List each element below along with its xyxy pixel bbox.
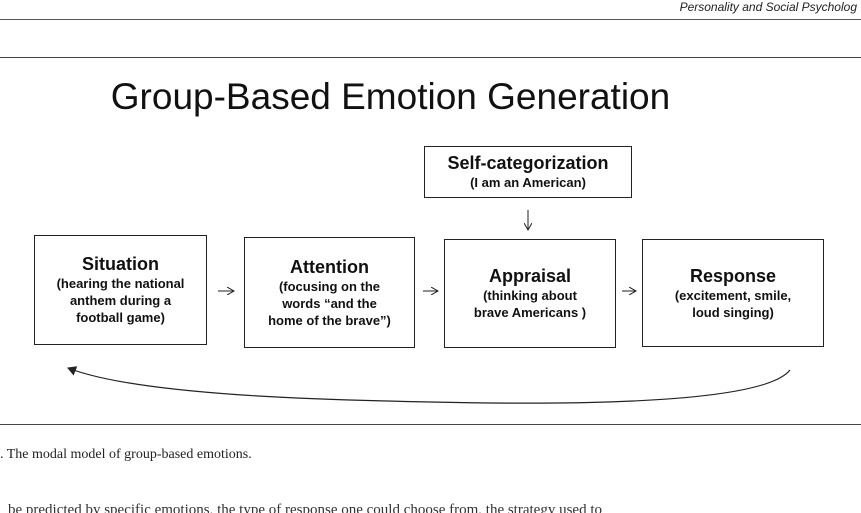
attention-line-2: words “and the [282,295,377,311]
attention-line-3: home of the brave”) [268,312,391,328]
self-categorization-heading: Self-categorization [447,153,609,173]
situation-line-3: football game) [76,310,165,325]
figure-frame [0,57,861,425]
feedback-arrow [67,366,791,404]
self-categorization-box: Self-categorization (I am an American) [424,146,632,198]
response-heading: Response [689,265,777,286]
running-head: Personality and Social Psycholog [679,0,857,14]
situation-line-1: (hearing the national [56,276,185,291]
body-text-line: be predicted by specific emotions, the t… [8,503,602,513]
self-categorization-line-1: (I am an American) [470,175,586,190]
situation-heading: Situation [82,254,159,274]
header-rule [0,19,861,20]
appraisal-heading: Appraisal [488,266,572,286]
situation-line-2: anthem during a [69,293,172,308]
body-text-cutoff: be predicted by specific emotions, the t… [0,503,861,513]
attention-heading: Attention [290,256,369,277]
response-line-2: loud singing) [692,304,774,320]
response-line-1: (excitement, smile, [674,287,792,303]
attention-box: Attention (focusing on the words “and th… [244,237,415,348]
attention-line-1: (focusing on the [278,278,381,294]
response-box: Response (excitement, smile, loud singin… [642,239,824,347]
appraisal-line-2: brave Americans ) [473,305,587,320]
appraisal-box: Appraisal (thinking about brave American… [444,239,616,348]
appraisal-line-1: (thinking about [483,288,577,303]
figure-caption: . The modal model of group-based emotion… [0,447,252,462]
figure-title: Group-Based Emotion Generation [110,76,671,117]
situation-box: Situation (hearing the national anthem d… [34,235,207,345]
